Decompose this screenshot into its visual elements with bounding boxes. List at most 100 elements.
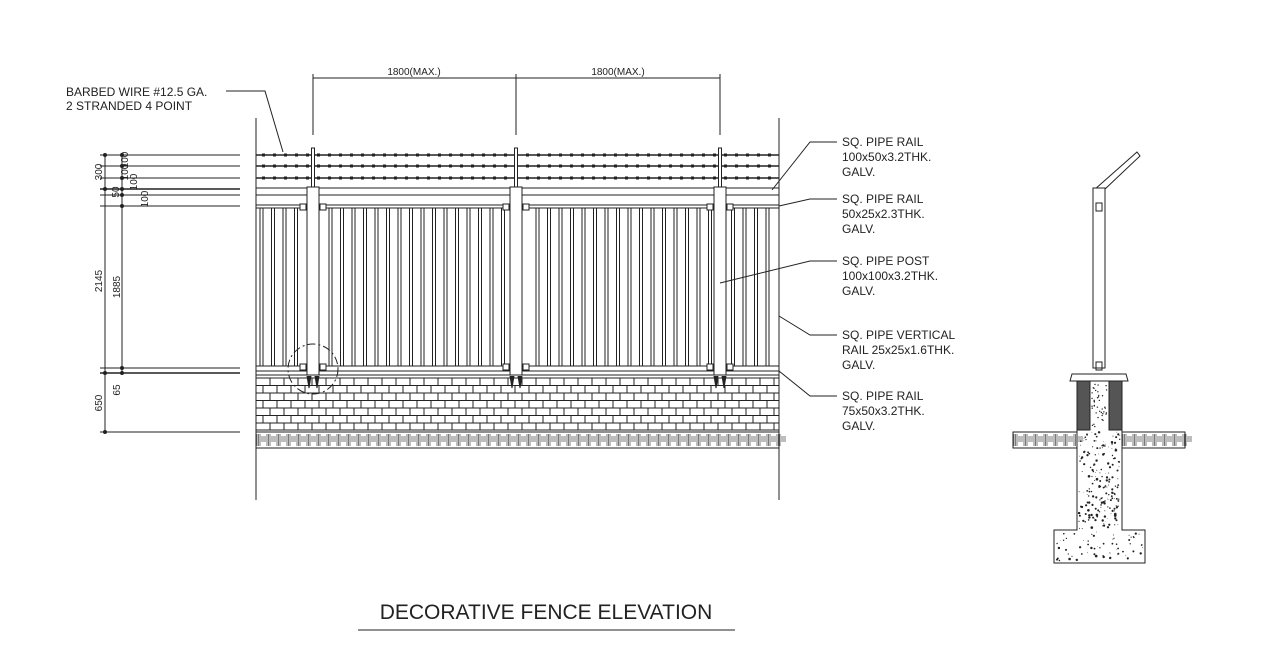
barb	[306, 176, 309, 180]
bracket	[300, 204, 306, 210]
dimension-label: 100	[120, 163, 131, 180]
concrete-aggregate	[1110, 495, 1113, 498]
concrete-aggregate	[1096, 515, 1099, 518]
concrete-aggregate	[1107, 506, 1109, 508]
concrete-aggregate	[1083, 463, 1085, 466]
concrete-aggregate	[1086, 454, 1088, 457]
barb	[372, 153, 375, 157]
concrete-aggregate	[1091, 397, 1093, 400]
dimension-label: 100	[120, 151, 131, 168]
concrete-aggregate	[1105, 412, 1108, 414]
concrete-aggregate	[1099, 499, 1101, 501]
barb	[713, 164, 716, 168]
concrete-aggregate	[1091, 432, 1093, 433]
fence-section-view	[1013, 152, 1192, 563]
barb	[493, 153, 496, 157]
barb	[669, 176, 672, 180]
callout-text: 2 STRANDED 4 POINT	[66, 99, 193, 113]
concrete-aggregate	[1118, 498, 1120, 500]
barb	[526, 164, 529, 168]
concrete-aggregate	[1117, 554, 1118, 556]
concrete-aggregate	[1113, 507, 1116, 510]
concrete-aggregate	[1098, 486, 1101, 488]
concrete-aggregate	[1103, 441, 1104, 443]
callout-text: GALV.	[842, 222, 875, 236]
barb	[295, 176, 298, 180]
concrete-aggregate	[1116, 486, 1119, 489]
concrete-aggregate	[1105, 389, 1108, 391]
concrete-aggregate	[1084, 521, 1086, 523]
concrete-aggregate	[1079, 455, 1080, 457]
barb	[405, 153, 408, 157]
dimension-tick	[120, 193, 124, 197]
concrete-aggregate	[1111, 497, 1114, 500]
concrete-aggregate	[1103, 524, 1106, 527]
concrete-aggregate	[1075, 558, 1079, 562]
barb	[493, 176, 496, 180]
barb	[603, 176, 606, 180]
concrete-aggregate	[1101, 445, 1103, 447]
concrete-aggregate	[1117, 484, 1120, 486]
concrete-aggregate	[1086, 433, 1088, 436]
concrete-aggregate	[1083, 540, 1084, 541]
concrete-aggregate	[1088, 514, 1091, 517]
concrete-aggregate	[1099, 480, 1102, 482]
concrete-aggregate	[1097, 396, 1100, 398]
concrete-aggregate	[1108, 481, 1110, 483]
barbed-wire-arm	[312, 148, 315, 187]
concrete-aggregate	[1142, 547, 1143, 549]
concrete-aggregate	[1099, 547, 1101, 549]
barb	[746, 164, 749, 168]
concrete-aggregate	[1112, 538, 1114, 540]
concrete-aggregate	[1114, 512, 1117, 516]
barb	[702, 164, 705, 168]
barb	[361, 176, 364, 180]
concrete-aggregate	[1115, 549, 1117, 550]
concrete-aggregate	[1056, 558, 1058, 561]
concrete-aggregate	[1098, 511, 1101, 513]
barb	[438, 176, 441, 180]
post	[510, 187, 522, 375]
dimension-tick	[103, 153, 107, 157]
concrete-aggregate	[1104, 500, 1106, 502]
concrete-aggregate	[1107, 462, 1110, 465]
post	[307, 187, 319, 375]
concrete-aggregate	[1087, 519, 1090, 521]
barb	[295, 153, 298, 157]
barb	[372, 164, 375, 168]
concrete-aggregate	[1087, 475, 1091, 478]
concrete-aggregate	[1102, 555, 1105, 559]
barb	[680, 164, 683, 168]
barb	[768, 164, 771, 168]
barb	[581, 176, 584, 180]
barb	[284, 176, 287, 180]
concrete-aggregate	[1093, 400, 1095, 402]
barb	[416, 164, 419, 168]
barb	[526, 176, 529, 180]
barb	[284, 164, 287, 168]
concrete-aggregate	[1086, 494, 1088, 495]
barb	[746, 176, 749, 180]
barbed-wire-arm	[1094, 152, 1140, 190]
barb	[757, 164, 760, 168]
barb	[328, 164, 331, 168]
barb	[460, 176, 463, 180]
concrete-aggregate	[1108, 472, 1110, 474]
barb	[262, 164, 265, 168]
concrete-aggregate	[1094, 425, 1096, 428]
barb	[647, 164, 650, 168]
concrete-aggregate	[1097, 431, 1101, 434]
concrete-aggregate	[1115, 519, 1118, 522]
concrete-aggregate	[1111, 488, 1114, 491]
concrete-aggregate	[1097, 546, 1098, 547]
concrete-aggregate	[1058, 559, 1061, 562]
barb	[614, 153, 617, 157]
concrete-aggregate	[1094, 507, 1097, 510]
concrete-aggregate	[1104, 521, 1106, 522]
concrete-aggregate	[1092, 387, 1094, 389]
concrete-aggregate	[1065, 548, 1067, 551]
anchor-bolt	[722, 376, 726, 388]
barb	[724, 164, 727, 168]
concrete-aggregate	[1085, 504, 1088, 507]
concrete-aggregate	[1068, 557, 1071, 561]
